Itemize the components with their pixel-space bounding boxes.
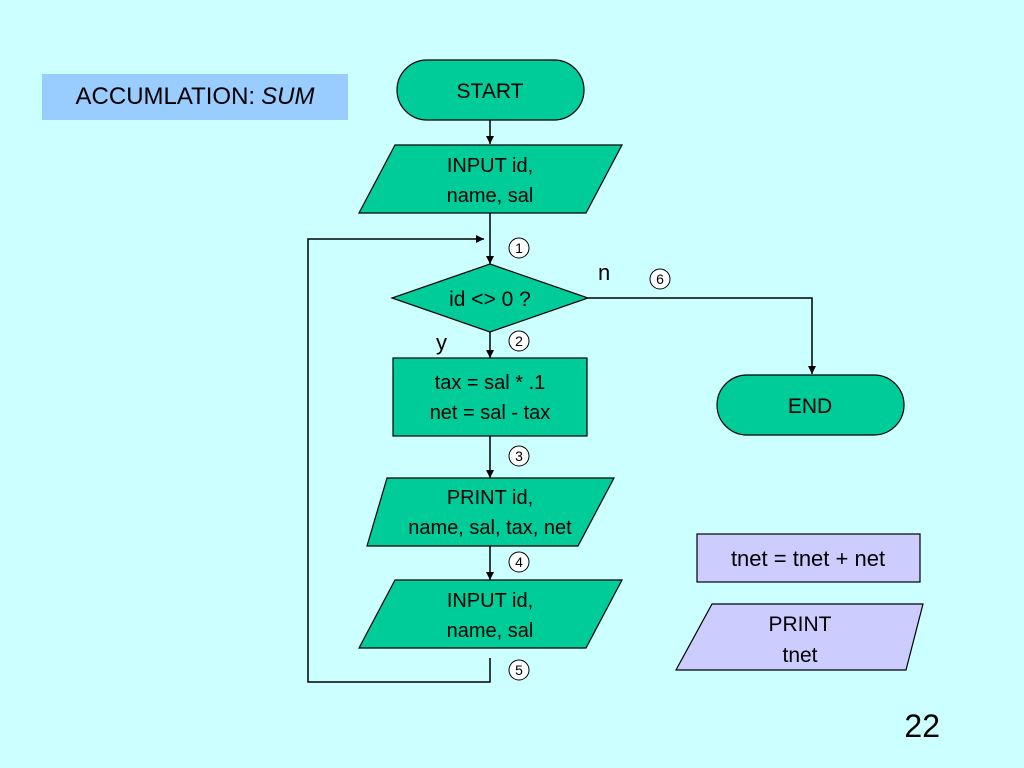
input2-line-1: INPUT id, [447, 590, 533, 612]
end-node: END [716, 374, 905, 436]
step-markers: 1 2 3 4 5 6 [508, 237, 671, 681]
input2-line-2: name, sal [447, 620, 534, 642]
input-node: INPUT id, name, sal [358, 144, 623, 214]
connector-decision-end [588, 297, 816, 374]
end-label: END [788, 395, 832, 418]
title-prefix: ACCUMLATION: [75, 83, 256, 110]
slide-title: ACCUMLATION: SUM [42, 74, 348, 120]
svg-text:1: 1 [515, 240, 523, 256]
print-total-node: PRINT tnet [674, 603, 924, 671]
marker-3: 3 [508, 445, 530, 467]
start-node: START [396, 59, 585, 121]
print-total-line-1: PRINT [769, 613, 832, 636]
svg-text:5: 5 [515, 662, 523, 678]
marker-1: 1 [508, 237, 530, 259]
marker-2: 2 [508, 330, 530, 352]
page-number: 22 [904, 708, 940, 744]
decision-node: id <> 0 ? [390, 263, 590, 333]
accumulate-label: tnet = tnet + net [731, 546, 885, 571]
connector-loop-back [307, 235, 491, 683]
input2-node: INPUT id, name, sal [358, 579, 623, 649]
accumulate-box: tnet = tnet + net [696, 533, 921, 583]
title-emphasis: SUM [261, 83, 315, 110]
process-line-1: tax = sal * .1 [435, 372, 546, 394]
yes-label: y [436, 330, 447, 355]
process-node: tax = sal * .1 net = sal - tax [392, 357, 588, 437]
no-label: n [598, 260, 610, 285]
svg-text:6: 6 [656, 271, 664, 287]
print-line-1: PRINT id, [447, 487, 533, 509]
print-node: PRINT id, name, sal, tax, net [366, 477, 615, 547]
input-line-2: name, sal [447, 185, 534, 207]
print-total-line-2: tnet [782, 644, 817, 667]
marker-6: 6 [649, 268, 671, 290]
svg-text:3: 3 [515, 448, 523, 464]
connectors [307, 120, 816, 683]
svg-text:4: 4 [515, 554, 523, 570]
decision-label: id <> 0 ? [449, 288, 531, 311]
marker-4: 4 [508, 551, 530, 573]
input-line-1: INPUT id, [447, 155, 533, 177]
print-line-2: name, sal, tax, net [408, 517, 572, 539]
process-line-2: net = sal - tax [430, 402, 551, 424]
marker-5: 5 [508, 659, 530, 681]
start-label: START [457, 80, 524, 103]
svg-text:2: 2 [515, 333, 523, 349]
